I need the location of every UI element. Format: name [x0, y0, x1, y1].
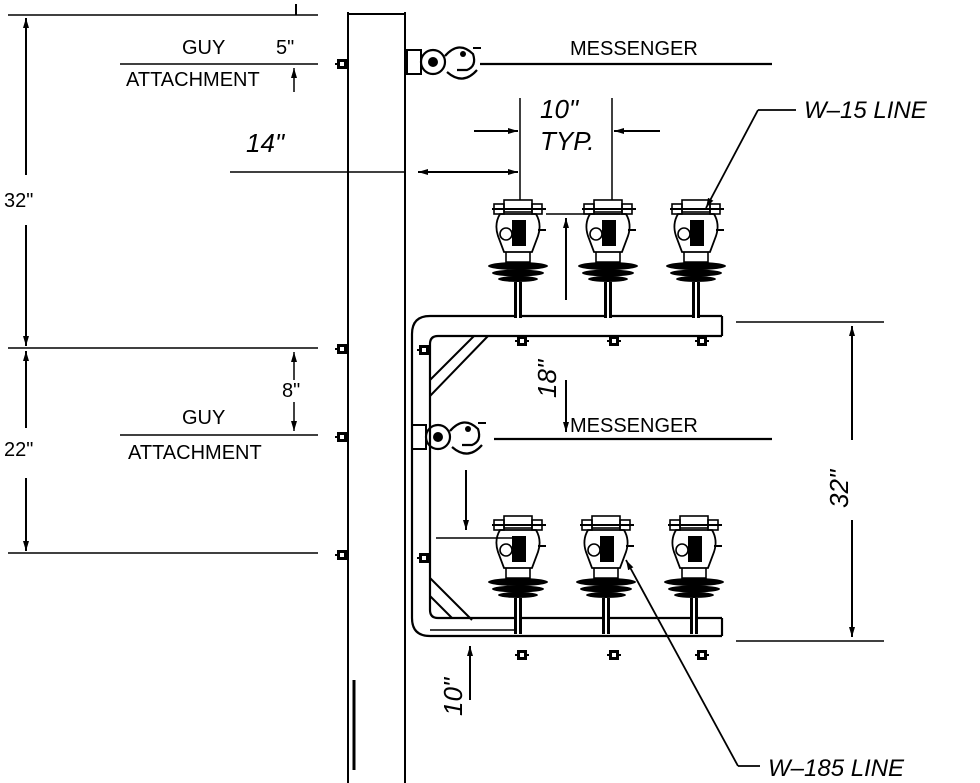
messenger-top	[405, 46, 772, 80]
dim-10-inch-typ: 10"	[540, 94, 580, 124]
dim-8-inch: 8"	[282, 380, 300, 402]
dim-18-inch: 18"	[532, 358, 562, 398]
dim-14-inch: 14"	[246, 128, 286, 158]
messenger-label-top: MESSENGER	[570, 38, 698, 60]
insulator-5	[575, 515, 637, 635]
w15-line-label: W–15 LINE	[804, 97, 928, 124]
insulator-6	[663, 515, 725, 635]
lower-insulators	[487, 515, 725, 635]
dim-14-line	[230, 98, 660, 200]
dim-18-line	[546, 213, 620, 432]
dim-5-inch: 5"	[276, 37, 294, 59]
typ-label: TYP.	[540, 126, 594, 156]
dim-32-inch-left: 32"	[4, 190, 33, 212]
w185-leader	[625, 559, 760, 767]
upper-insulators	[487, 199, 727, 319]
messenger-bottom	[410, 421, 772, 455]
attachment-label-top: ATTACHMENT	[126, 69, 260, 91]
upper-crossarm	[410, 314, 884, 420]
messenger-label-bottom: MESSENGER	[570, 415, 698, 437]
w15-leader	[705, 109, 796, 209]
dim-32-inch-right: 32"	[824, 468, 854, 508]
dim-10-inch-bottom: 10"	[438, 676, 468, 716]
insulator-4	[487, 515, 549, 635]
insulator-2	[577, 199, 639, 319]
dim-22-inch-left: 22"	[4, 439, 33, 461]
lower-crossarm	[410, 420, 884, 661]
w185-line-label: W–185 LINE	[768, 755, 905, 782]
insulator-1	[487, 199, 549, 319]
guy-label-top: GUY	[182, 37, 225, 59]
guy-label-bottom: GUY	[182, 407, 225, 429]
attachment-label-bottom: ATTACHMENT	[128, 442, 262, 464]
pole	[334, 12, 406, 783]
left-dimensions	[8, 4, 318, 554]
insulator-3	[665, 199, 727, 319]
